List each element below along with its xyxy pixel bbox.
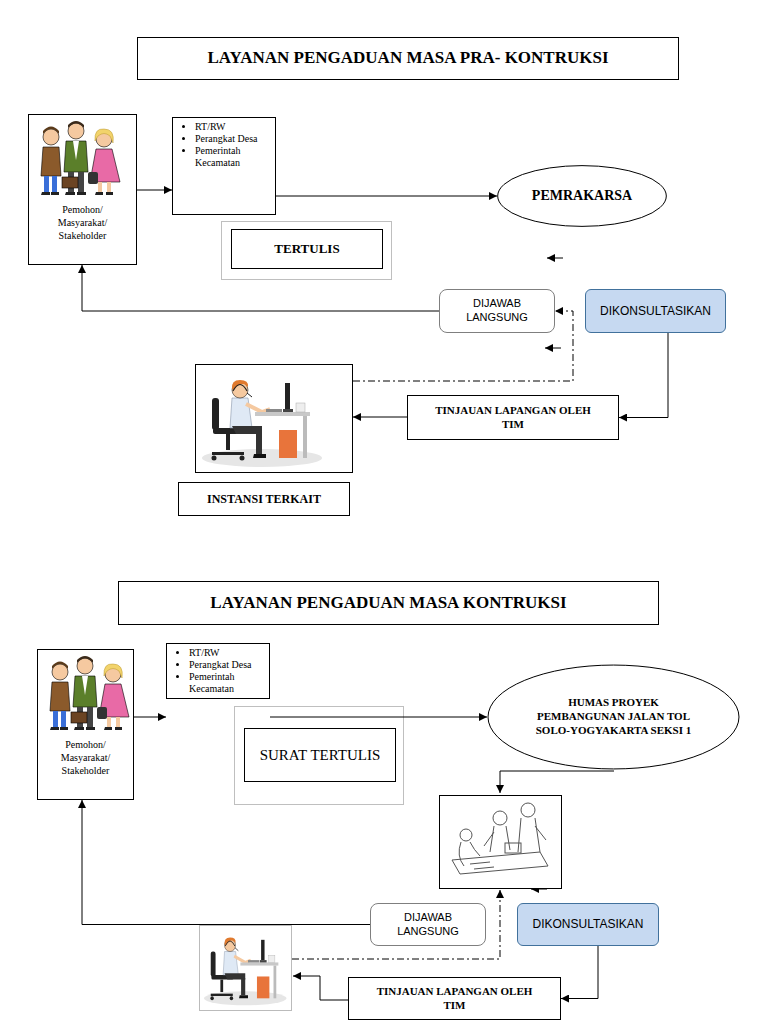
node-label: SURAT TERTULIS [260, 746, 381, 764]
node-label: PEMRAKARSA [532, 188, 632, 205]
node-label: LAYANAN PENGADUAN MASA KONTRUKSI [210, 593, 566, 613]
meeting-illustration [452, 803, 548, 874]
bullet-list: RT/RWPerangkat DesaPemerintah Kecamatan [177, 121, 271, 169]
connector [270, 717, 487, 718]
list-item: Pemerintah Kecamatan [195, 145, 271, 169]
connector [561, 946, 598, 999]
channel-list-box: RT/RWPerangkat DesaPemerintah Kecamatan [166, 643, 270, 699]
node-label: Pemohon/ Masyarakat/ Stakeholder [56, 738, 115, 777]
written-box: TERTULIS [231, 229, 383, 269]
connector [137, 190, 172, 191]
connector [134, 717, 166, 718]
node-label: LAYANAN PENGADUAN MASA PRA- KONTRUKSI [207, 48, 608, 68]
stray-arrow [545, 348, 561, 349]
people-illustration [41, 121, 120, 195]
applicant-box: Pemohon/ Masyarakat/ Stakeholder [37, 649, 134, 800]
officer-illustration [204, 937, 287, 1005]
node-label: Pemohon/ Masyarakat/ Stakeholder [47, 203, 118, 242]
agency-frame: INSTANSI TERKAIT [195, 364, 353, 473]
applicant-box: Pemohon/ Masyarakat/ Stakeholder [28, 114, 137, 265]
officer-illustration [202, 380, 322, 467]
flow-arrow [293, 976, 348, 1000]
consult-box: DIKONSULTASIKAN [585, 289, 726, 333]
connector [82, 800, 370, 925]
node-label: DIKONSULTASIKAN [600, 304, 711, 318]
document-frame [235, 707, 404, 805]
initiator-ellipse: PEMRAKARSA [497, 165, 667, 227]
answer-box: DIJAWAB LANGSUNG [370, 903, 486, 946]
list-item: RT/RW [189, 647, 265, 659]
node-label: HUMAS PROYEK PEMBANGUNAN JALAN TOL SOLO-… [531, 696, 696, 737]
bullet-list: RT/RWPerangkat DesaPemerintah Kecamatan [171, 647, 265, 695]
field-review-box: TINJAUAN LAPANGAN OLEH TIM [407, 395, 619, 440]
connector [82, 265, 439, 311]
node-label: DIKONSULTASIKAN [533, 917, 644, 931]
connector [353, 417, 407, 418]
node-label: TERTULIS [274, 241, 339, 257]
meeting-frame [440, 796, 562, 889]
node-label: DIJAWAB LANGSUNG [452, 297, 542, 325]
officer-frame [200, 926, 292, 1011]
connector [276, 196, 497, 197]
letter-box: SURAT TERTULIS [244, 728, 396, 782]
list-item: Pemerintah Kecamatan [189, 671, 265, 695]
people-illustration [50, 656, 129, 730]
channel-list-box: RT/RWPerangkat DesaPemerintah Kecamatan [172, 117, 276, 215]
answer-box: DIJAWAB LANGSUNG [439, 289, 555, 333]
node-label: DIJAWAB LANGSUNG [383, 911, 473, 939]
title-box: LAYANAN PENGADUAN MASA KONTRUKSI [118, 581, 659, 625]
document-frame [222, 222, 392, 280]
list-item: Perangkat Desa [189, 659, 265, 671]
flow-arrow [500, 771, 614, 793]
title-box: LAYANAN PENGADUAN MASA PRA- KONTRUKSI [137, 37, 679, 80]
node-label: INSTANSI TERKAIT [178, 482, 350, 516]
node-label: TINJAUAN LAPANGAN OLEH TIM [426, 404, 600, 432]
list-item: Perangkat Desa [195, 133, 271, 145]
stray-arrow [547, 258, 563, 259]
list-item: RT/RW [195, 121, 271, 133]
consult-box: DIKONSULTASIKAN [517, 903, 659, 946]
connector [619, 333, 668, 418]
field-review-box: TINJAUAN LAPANGAN OLEH TIM [348, 977, 561, 1020]
node-label: TINJAUAN LAPANGAN OLEH TIM [367, 985, 542, 1013]
pr-ellipse: HUMAS PROYEK PEMBANGUNAN JALAN TOL SOLO-… [487, 664, 740, 770]
